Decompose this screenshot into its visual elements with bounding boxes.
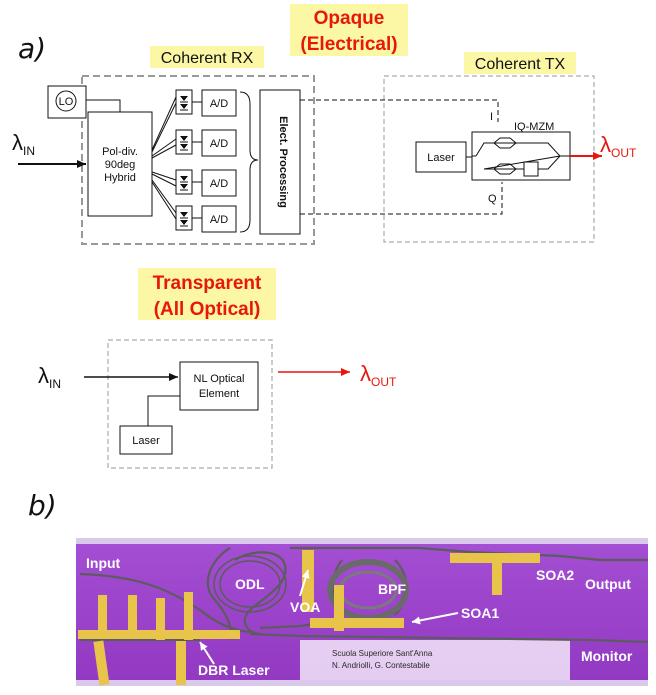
adc-label-3: A/D <box>210 178 228 190</box>
nl-element-label-2: Element <box>199 388 239 400</box>
adc-box-1 <box>201 89 237 117</box>
mzm-waveguides <box>472 137 570 177</box>
chip-label-soa2: SOA2 <box>536 567 574 583</box>
adc-brace <box>239 91 259 233</box>
chip-credit-2: N. Andriolli, G. Contestabile <box>332 661 430 670</box>
nl-laser-box <box>119 425 173 455</box>
transparent-enclosure <box>107 339 273 469</box>
chip-label-dbr: DBR Laser <box>198 662 270 678</box>
lambda-out-bottom: λOUT <box>360 361 397 389</box>
adc-box-3 <box>201 169 237 197</box>
adc-box-2 <box>201 129 237 157</box>
chip-photo: Input ODL VOA BPF SOA1 SOA2 Output Monit… <box>76 538 649 686</box>
adc-label-1: A/D <box>210 98 228 110</box>
opaque-subtitle: (Electrical) <box>300 34 397 55</box>
soa1-pointer <box>411 612 459 625</box>
panel-a-label: a) <box>18 32 46 65</box>
lo-circle <box>55 90 77 112</box>
i-drive-line <box>300 99 499 122</box>
tx-laser-label: Laser <box>427 152 455 164</box>
q-label: Q <box>488 193 497 205</box>
lo-label: LO <box>59 96 74 108</box>
transparent-highlight <box>138 268 276 320</box>
pd-row-4 <box>175 205 202 231</box>
lambda-out-top: λOUT <box>600 132 637 160</box>
mzm-label: IQ-MZM <box>514 121 554 133</box>
opaque-title: Opaque <box>314 8 385 29</box>
hybrid-label-2: 90deg <box>105 159 136 171</box>
panel-b-label: b) <box>28 489 57 522</box>
processing-label: Elect. Processing <box>277 116 289 208</box>
pd-row-3 <box>175 169 202 195</box>
chip-label-soa1: SOA1 <box>461 605 499 621</box>
transparent-title: Transparent <box>153 273 262 294</box>
pd-row-2 <box>175 129 202 155</box>
chip-label-bpf: BPF <box>378 581 406 597</box>
pd-row-1 <box>175 89 202 115</box>
q-drive-line <box>300 182 503 215</box>
hybrid-label-3: Hybrid <box>104 172 136 184</box>
chip-label-output: Output <box>585 576 631 592</box>
processing-box <box>259 89 301 235</box>
tx-title: Coherent TX <box>475 56 566 73</box>
chip-label-voa: VOA <box>290 599 320 615</box>
iq-mzm-box <box>471 131 571 181</box>
hybrid-label-1: Pol-div. <box>102 146 138 158</box>
voa-pointer <box>299 569 310 597</box>
dbr-pointer <box>199 641 215 665</box>
i-label: I <box>490 111 493 123</box>
nl-laser-label: Laser <box>132 435 160 447</box>
nl-element-label-1: NL Optical <box>194 373 245 385</box>
tx-title-highlight <box>464 52 576 74</box>
chip-credit-1: Scuola Superiore Sant'Anna <box>332 649 433 658</box>
nl-element-box <box>179 361 259 411</box>
adc-label-2: A/D <box>210 138 228 150</box>
chip-label-monitor: Monitor <box>581 648 633 664</box>
laser-to-nl-line <box>147 395 180 426</box>
rx-title-highlight <box>150 46 264 68</box>
rx-title: Coherent RX <box>161 50 254 67</box>
lambda-in-top: λIN <box>12 130 35 158</box>
transparent-subtitle: (All Optical) <box>154 299 261 320</box>
hybrid-box <box>87 111 153 217</box>
adc-label-4: A/D <box>210 214 228 226</box>
hybrid-fanout <box>151 96 177 220</box>
opaque-highlight <box>290 4 408 56</box>
lambda-in-bottom: λIN <box>38 363 61 391</box>
chip-label-input: Input <box>86 555 121 571</box>
lo-to-hybrid-line <box>86 99 121 112</box>
chip-label-odl: ODL <box>235 576 265 592</box>
adc-box-4 <box>201 205 237 233</box>
